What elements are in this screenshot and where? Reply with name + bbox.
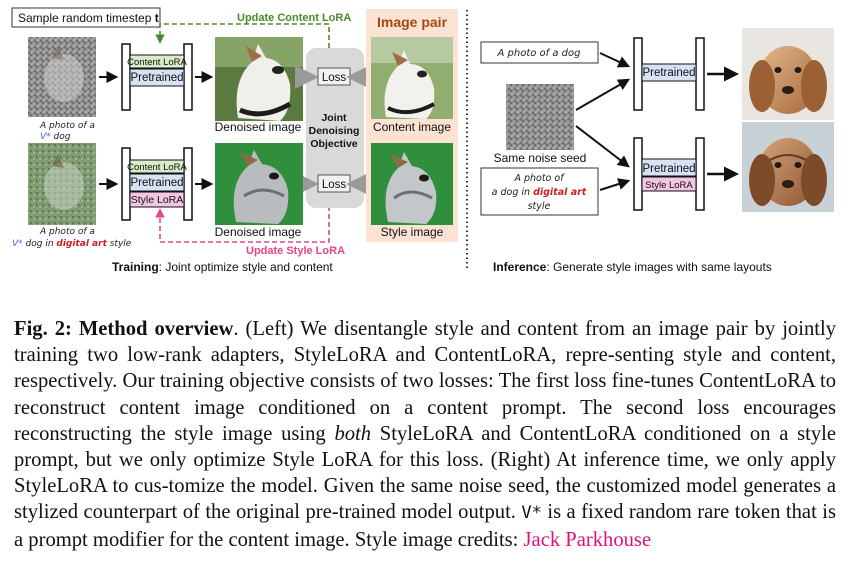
pretrained-label-top: Pretrained (130, 72, 183, 84)
timestep-label-box: Sample random timestep t (11, 7, 161, 28)
caption-text-1: . (Left) We disentangle style and conten… (14, 318, 836, 445)
prompt-style-end: style (107, 239, 132, 249)
joint-objective-line2: Denoising (309, 125, 360, 137)
unet-block-icon (121, 43, 193, 111)
inference-rest: : Generate style images with same layout… (546, 260, 771, 274)
content-lora-label-top: Content LoRA (127, 57, 187, 68)
caption-text-3: is a fixed random rare token that is a p… (14, 501, 836, 551)
style-lora-label-inf: Style LoRA (645, 180, 693, 191)
update-style-lora-path: Update Style LoRA (155, 198, 345, 257)
timestep-label: Sample random timestep (18, 11, 155, 25)
inf-prompt-style-red: digital art (533, 187, 587, 198)
inf-prompt-style-box (480, 167, 599, 216)
caption-label: Fig. 2: (14, 318, 72, 340)
denoised-image-top (215, 37, 303, 121)
inf-prompt-dog: A photo of a dog (497, 48, 581, 59)
caption-text-2: StyleLoRA and ContentLoRA conditioned on… (14, 422, 837, 524)
same-noise-seed-label: Same noise seed (494, 151, 587, 165)
svg-text:V* dog in digital art style: V* dog in digital art style (12, 239, 132, 249)
inf-prompt-dog-box (480, 41, 599, 64)
unet-block-icon (121, 147, 193, 221)
inference-bold: Inference (493, 260, 547, 274)
content-image-label: Content image (373, 120, 451, 134)
unet-block-icon (633, 37, 705, 111)
inference-caption: Inference: Generate style images with sa… (493, 260, 772, 274)
image-pair-title: Image pair (377, 14, 448, 30)
pretrained-label-inf-top: Pretrained (642, 67, 695, 79)
noisy-content-image (28, 37, 96, 117)
arrow-icon (575, 78, 631, 111)
training-caption: Training: Joint optimize style and conte… (112, 260, 333, 274)
inf-prompt-style-line1: A photo of (513, 173, 565, 184)
update-content-lora-path: Update Content LoRA (155, 12, 351, 56)
pretrained-label-inf-bottom: Pretrained (642, 163, 695, 175)
content-lora-label-bottom: Content LoRA (127, 162, 187, 173)
arrow-icon (599, 52, 631, 68)
svg-text:V* dog: V* dog (40, 132, 71, 142)
training-bold: Training (112, 260, 159, 274)
style-image-credit-link[interactable]: Jack Parkhouse (523, 528, 652, 551)
caption-vstar-token: V* (521, 503, 542, 524)
inf-prompt-style-line3: style (528, 201, 551, 212)
loss-label-top: Loss (322, 72, 347, 84)
timestep-var: t (155, 11, 159, 25)
prompt-content-line1: A photo of a (39, 121, 95, 131)
denoised-image-label-top: Denoised image (215, 120, 302, 134)
joint-objective-line1: Joint (321, 112, 347, 124)
inf-prompt-style-line2: a dog in (492, 187, 533, 198)
prompt-style-vstar: V* (12, 239, 23, 249)
prompt-style-line1: A photo of a (39, 227, 95, 237)
inference-output-stylized (742, 122, 834, 212)
prompt-content-line2: dog (51, 132, 71, 142)
training-rest: : Joint optimize style and content (159, 260, 334, 274)
style-image (371, 143, 453, 225)
denoised-image-bottom (215, 143, 303, 225)
content-image (371, 37, 453, 119)
joint-objective-line3: Objective (310, 138, 357, 150)
figure-caption: Fig. 2: Method overview. (Left) We disen… (14, 316, 836, 553)
prompt-style-red: digital art (56, 239, 107, 249)
update-content-lora-label: Update Content LoRA (237, 12, 351, 24)
svg-text:a dog in digital art: a dog in digital art (492, 187, 587, 198)
prompt-style-mid: dog in (23, 239, 57, 249)
noisy-style-image (28, 143, 96, 225)
noise-seed-image (506, 84, 574, 150)
arrow-icon (575, 125, 630, 168)
style-image-label: Style image (381, 225, 444, 239)
prompt-content-vstar: V* (40, 132, 51, 142)
arrow-icon (599, 178, 631, 191)
svg-text:Sample random timestep t: Sample random timestep t (18, 11, 159, 25)
caption-title: Method overview (78, 318, 234, 340)
style-lora-label-bottom: Style LoRA (131, 194, 184, 206)
loss-label-bottom: Loss (322, 179, 347, 191)
inference-output-pretrained (742, 28, 834, 120)
unet-block-icon (633, 137, 705, 211)
pretrained-label-bottom: Pretrained (130, 177, 183, 189)
denoised-image-label-bottom: Denoised image (215, 225, 302, 239)
update-style-lora-label: Update Style LoRA (246, 245, 345, 257)
caption-emphasis-both: both (334, 422, 372, 445)
method-overview-diagram: Sample random timestep t Update Content … (11, 7, 834, 274)
